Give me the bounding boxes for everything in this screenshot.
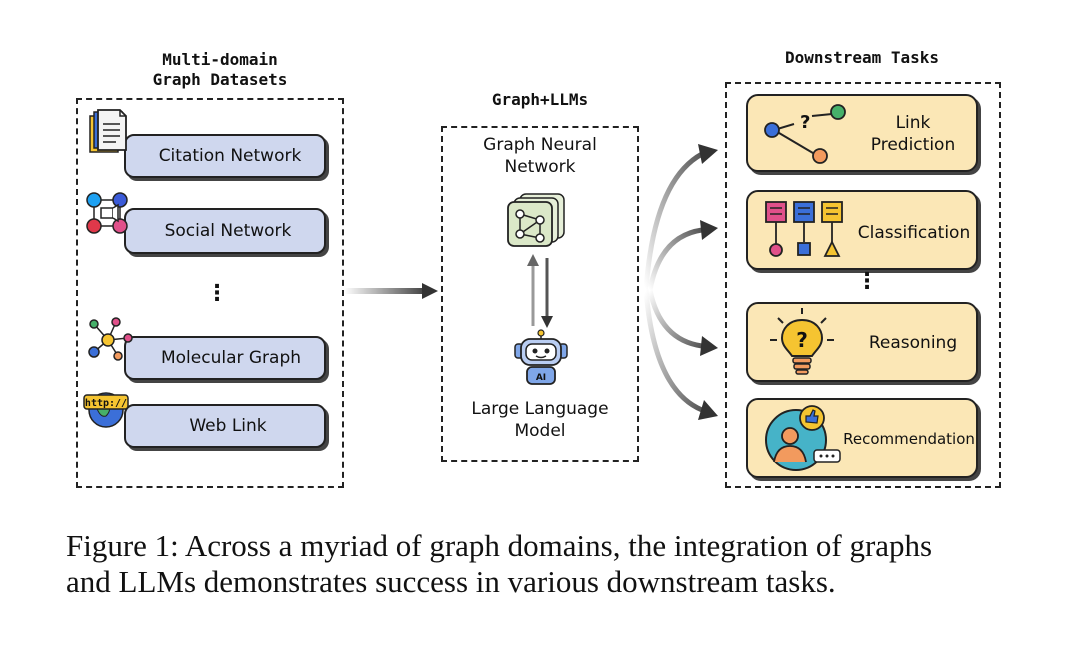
document-stack-icon bbox=[89, 109, 127, 153]
dataset-citation-network: Citation Network bbox=[124, 134, 326, 178]
gnn-icon bbox=[507, 193, 565, 247]
center-panel bbox=[441, 126, 639, 462]
tasks-panel bbox=[725, 82, 1001, 488]
robot-icon: AI bbox=[514, 329, 568, 385]
center-title: Graph+LLMs bbox=[491, 90, 589, 109]
model-to-tasks-arrows bbox=[643, 144, 718, 420]
gnn-label-line2: Network bbox=[504, 157, 576, 177]
caption-line1: Figure 1: Across a myriad of graph domai… bbox=[66, 528, 933, 563]
task-label: Reasoning bbox=[848, 332, 978, 354]
gnn-label-line1: Graph Neural bbox=[483, 135, 597, 155]
llm-label: Large Language Model bbox=[452, 398, 628, 442]
dataset-label: Citation Network bbox=[158, 146, 302, 166]
task-link-prediction: Link Prediction bbox=[746, 94, 978, 172]
datasets-title: Multi-domain Graph Datasets bbox=[110, 50, 330, 90]
tasks-ellipsis: ⋮ bbox=[856, 269, 878, 294]
gnn-label: Graph Neural Network bbox=[452, 134, 628, 178]
thumbs-up-user-icon bbox=[765, 405, 841, 471]
datasets-panel bbox=[76, 98, 344, 488]
question-mark: ? bbox=[800, 112, 810, 133]
http-text: http:// bbox=[85, 398, 127, 409]
dataset-label: Molecular Graph bbox=[160, 348, 302, 368]
task-label: Recommendation bbox=[840, 428, 978, 450]
tasks-title: Downstream Tasks bbox=[784, 48, 940, 67]
llm-label-line2: Model bbox=[514, 421, 566, 441]
social-media-icons bbox=[86, 192, 128, 234]
dataset-web-link: Web Link bbox=[124, 404, 326, 448]
task-label: Classification bbox=[850, 222, 978, 244]
datasets-title-line2: Graph Datasets bbox=[152, 70, 288, 89]
datasets-title-line1: Multi-domain bbox=[162, 50, 278, 69]
datasets-to-model-arrow bbox=[344, 283, 438, 299]
gnn-llm-arrows bbox=[527, 254, 553, 328]
dataset-social-network: Social Network bbox=[124, 208, 326, 254]
task-label: Link Prediction bbox=[848, 112, 978, 156]
task-label-line1: Link bbox=[895, 113, 931, 133]
dataset-label: Social Network bbox=[164, 221, 292, 241]
task-label-line2: Prediction bbox=[870, 135, 956, 155]
dataset-label: Web Link bbox=[189, 416, 267, 436]
figure-caption: Figure 1: Across a myriad of graph domai… bbox=[66, 528, 1026, 600]
globe-http-icon: http:// bbox=[83, 392, 129, 428]
lightbulb-question-icon: ? bbox=[770, 308, 834, 375]
link-prediction-icon: ? bbox=[764, 104, 846, 164]
task-label-line1: Reasoning bbox=[868, 333, 958, 353]
classification-icon bbox=[765, 201, 843, 257]
datasets-ellipsis: ⋮ bbox=[206, 281, 228, 306]
caption-line2: and LLMs demonstrates success in various… bbox=[66, 564, 836, 599]
robot-badge: AI bbox=[536, 373, 546, 383]
task-label-line1: Recommendation bbox=[843, 430, 975, 448]
task-label-line1: Classification bbox=[857, 223, 971, 243]
molecule-icon bbox=[88, 317, 133, 361]
lightbulb-question-mark: ? bbox=[796, 328, 808, 352]
dataset-molecular-graph: Molecular Graph bbox=[124, 336, 326, 380]
llm-label-line1: Large Language bbox=[471, 399, 609, 419]
